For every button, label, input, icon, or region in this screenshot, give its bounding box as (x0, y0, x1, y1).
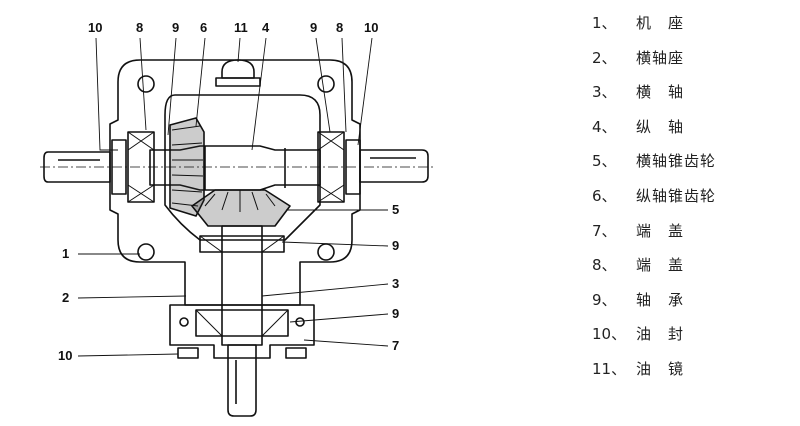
callout-top-7: 9 (310, 20, 317, 35)
legend-label: 机 座 (636, 14, 685, 32)
callout-top-2: 8 (136, 20, 143, 35)
callout-top-4: 6 (200, 20, 207, 35)
bolt-hole-top-right (317, 75, 335, 93)
callout-top-1: 10 (88, 20, 102, 35)
legend-item: 11、油 镜 (592, 356, 792, 391)
shaft-left-end (43, 151, 111, 183)
legend-number: 5、 (592, 152, 617, 171)
legend-number: 3、 (592, 83, 617, 102)
callout-left-2: 2 (62, 290, 69, 305)
legend-item: 4、纵 轴 (592, 114, 792, 149)
bottom-end-cap (169, 304, 315, 359)
shaft-right-end (359, 149, 429, 183)
legend-item: 10、油 封 (592, 321, 792, 356)
vertical-bevel-gear (191, 189, 291, 227)
legend-number: 1、 (592, 14, 617, 32)
legend-number: 11、 (592, 359, 627, 378)
legend-number: 4、 (592, 117, 617, 136)
callout-left-1: 1 (62, 246, 69, 261)
lower-vertical-bearing (195, 309, 289, 337)
legend-label: 油 封 (636, 325, 685, 344)
gearbox-cross-section-diagram: 10 8 9 6 11 4 9 8 10 5 9 3 9 7 1 2 10 (40, 20, 436, 417)
legend-label: 油 镜 (636, 359, 685, 378)
legend-label: 端 盖 (636, 256, 685, 275)
bolt-hole-bottom-left (137, 243, 155, 261)
legend-item: 2、横轴座 (592, 45, 792, 80)
housing-outline (109, 59, 361, 306)
callout-right-1: 5 (392, 202, 399, 217)
callout-top-6: 4 (262, 20, 270, 35)
callout-right-3: 3 (392, 276, 399, 291)
legend-number: 8、 (592, 256, 617, 275)
legend-label: 横 轴 (636, 83, 685, 102)
horizontal-shaft (149, 145, 321, 191)
legend-label: 轴 承 (636, 290, 685, 309)
callout-top-9: 10 (364, 20, 378, 35)
callout-top-3: 9 (172, 20, 179, 35)
legend-label: 端 盖 (636, 221, 685, 240)
housing-inner-cavity (164, 94, 321, 241)
upper-vertical-bearing (199, 235, 285, 253)
legend-label: 纵轴锥齿轮 (636, 186, 717, 205)
callout-left-3: 10 (58, 348, 72, 363)
legend-item: 3、横 轴 (592, 79, 792, 114)
oil-sight-glass (221, 59, 255, 79)
legend-item: 7、端 盖 (592, 218, 792, 253)
callout-right-4: 9 (392, 306, 399, 321)
vertical-shaft (221, 225, 263, 346)
legend-item: 8、端 盖 (592, 252, 792, 287)
bolt-hole-bottom-right (317, 243, 335, 261)
legend-number: 9、 (592, 290, 617, 309)
legend-item: 6、纵轴锥齿轮 (592, 183, 792, 218)
callout-right-2: 9 (392, 238, 399, 253)
vertical-shaft-output (227, 344, 257, 417)
legend-label: 纵 轴 (636, 117, 685, 136)
legend-number: 6、 (592, 186, 617, 205)
legend-item: 1、 机 座 (592, 10, 792, 45)
legend-item: 5、横轴锥齿轮 (592, 148, 792, 183)
legend-item: 9、轴 承 (592, 287, 792, 322)
callout-top-5: 11 (234, 20, 248, 35)
legend-number: 10、 (592, 325, 627, 344)
legend-label: 横轴座 (636, 48, 685, 67)
bottom-oil-seal (177, 347, 199, 359)
legend-label: 横轴锥齿轮 (636, 152, 717, 171)
parts-legend: 1、机 座 2、横轴座 3、横 轴 4、纵 轴 5、横轴锥齿轮 6、纵轴锥齿轮 … (592, 10, 792, 391)
bolt-hole-top-left (137, 75, 155, 93)
callout-right-5: 7 (392, 338, 399, 353)
legend-number: 2、 (592, 48, 617, 67)
callout-top-8: 8 (336, 20, 343, 35)
legend-number: 7、 (592, 221, 617, 240)
